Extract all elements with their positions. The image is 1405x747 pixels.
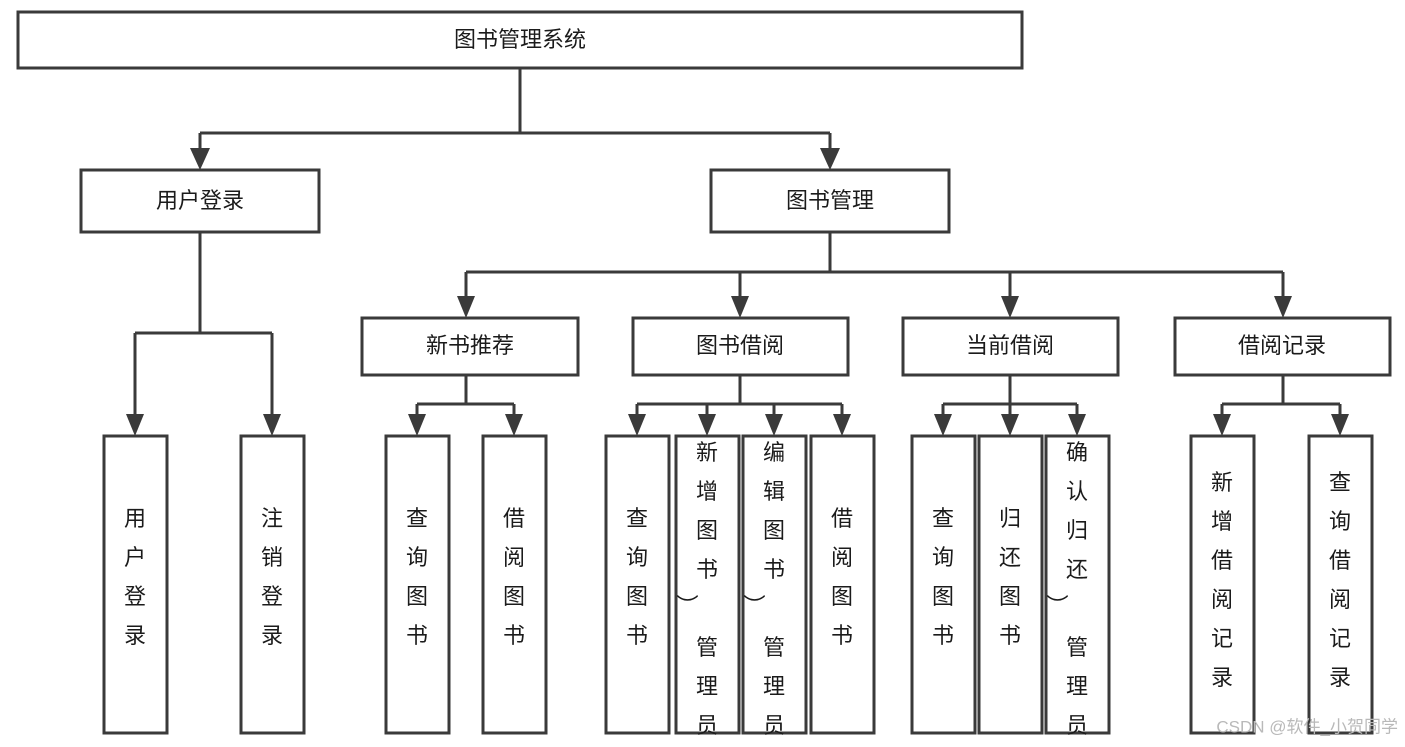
node-leaf-return-book[interactable]: 归还图书 <box>977 434 1044 735</box>
arrow-head-borrow-record <box>1274 296 1292 318</box>
node-leaf-query-book-3-box[interactable] <box>910 434 977 735</box>
node-new-book-recommend-label: 新书推荐 <box>426 333 514 358</box>
node-user-login-label: 用户登录 <box>156 188 244 213</box>
node-root[interactable]: 图书管理系统 <box>16 10 1024 70</box>
node-leaf-borrow-book-2-label: 借阅图书 <box>831 506 853 648</box>
arrow-head-book-manage <box>820 148 840 170</box>
node-leaf-logout-login-box[interactable] <box>239 434 306 735</box>
node-leaf-add-book-admin-box[interactable] <box>674 434 741 735</box>
arrow-head-leaf-query-borrow-record <box>1331 414 1349 436</box>
node-leaf-confirm-return-admin[interactable]: 确认归还（管理员） <box>1044 434 1111 747</box>
node-borrow-record-box[interactable] <box>1173 316 1392 377</box>
node-leaf-user-login-label: 用户登录 <box>124 506 146 648</box>
arrow-head-leaf-borrow-book-1 <box>505 414 523 436</box>
node-leaf-query-borrow-record-label: 查询借阅记录 <box>1329 470 1351 690</box>
arrow-head-leaf-edit-book-admin <box>765 414 783 436</box>
node-leaf-confirm-return-admin-label: 确认归还（管理员） <box>1046 440 1088 747</box>
node-leaf-confirm-return-admin-box[interactable] <box>1044 434 1111 735</box>
node-leaf-logout-login-label: 注销登录 <box>261 506 283 648</box>
node-leaf-borrow-book-2-box[interactable] <box>809 434 876 735</box>
arrow-head-leaf-query-book-3 <box>934 414 952 436</box>
arrow-head-user-login <box>190 148 210 170</box>
arrow-head-leaf-query-book-2 <box>628 414 646 436</box>
arrow-head-leaf-logout-login <box>263 414 281 436</box>
node-leaf-query-borrow-record[interactable]: 查询借阅记录 <box>1307 434 1374 735</box>
node-book-manage[interactable]: 图书管理 <box>709 168 951 234</box>
node-leaf-query-book-2[interactable]: 查询图书 <box>604 434 671 735</box>
node-book-borrow-box[interactable] <box>631 316 850 377</box>
node-leaf-query-book-1[interactable]: 查询图书 <box>384 434 451 735</box>
node-leaf-add-borrow-record-label: 新增借阅记录 <box>1211 470 1233 690</box>
connector-layer <box>126 68 1349 436</box>
node-leaf-edit-book-admin-label: 编辑图书（管理员） <box>743 440 785 747</box>
node-leaf-return-book-label: 归还图书 <box>999 506 1021 648</box>
node-borrow-record-label: 借阅记录 <box>1238 333 1326 358</box>
node-leaf-borrow-book-1[interactable]: 借阅图书 <box>481 434 548 735</box>
node-leaf-add-borrow-record[interactable]: 新增借阅记录 <box>1189 434 1256 735</box>
csdn-watermark: CSDN @软件_小贺同学 <box>1216 717 1398 736</box>
node-book-manage-box[interactable] <box>709 168 951 234</box>
node-leaf-query-book-2-box[interactable] <box>604 434 671 735</box>
node-leaf-query-book-2-label: 查询图书 <box>626 506 648 648</box>
node-leaf-user-login[interactable]: 用户登录 <box>102 434 169 735</box>
arrow-head-leaf-add-borrow-record <box>1213 414 1231 436</box>
arrow-head-new-book-recommend <box>457 296 475 318</box>
arrow-head-leaf-confirm-return-admin <box>1068 414 1086 436</box>
arrow-head-current-borrow <box>1001 296 1019 318</box>
node-book-borrow[interactable]: 图书借阅 <box>631 316 850 377</box>
node-leaf-query-book-1-label: 查询图书 <box>406 506 428 648</box>
node-leaf-return-book-box[interactable] <box>977 434 1044 735</box>
node-leaf-add-book-admin-label: 新增图书（管理员） <box>676 440 718 747</box>
node-root-label: 图书管理系统 <box>454 27 586 52</box>
arrow-head-leaf-return-book <box>1001 414 1019 436</box>
node-leaf-borrow-book-2[interactable]: 借阅图书 <box>809 434 876 735</box>
node-new-book-recommend-box[interactable] <box>360 316 580 377</box>
arrow-head-leaf-query-book-1 <box>408 414 426 436</box>
node-leaf-query-borrow-record-box[interactable] <box>1307 434 1374 735</box>
node-leaf-logout-login[interactable]: 注销登录 <box>239 434 306 735</box>
node-root-box[interactable] <box>16 10 1024 70</box>
node-leaf-add-borrow-record-box[interactable] <box>1189 434 1256 735</box>
node-leaf-add-book-admin[interactable]: 新增图书（管理员） <box>674 434 741 747</box>
arrow-head-leaf-add-book-admin <box>698 414 716 436</box>
arrow-head-book-borrow <box>731 296 749 318</box>
node-borrow-record[interactable]: 借阅记录 <box>1173 316 1392 377</box>
node-leaf-query-book-3[interactable]: 查询图书 <box>910 434 977 735</box>
node-user-login[interactable]: 用户登录 <box>79 168 321 234</box>
node-book-borrow-label: 图书借阅 <box>696 333 784 358</box>
node-leaf-query-book-3-label: 查询图书 <box>932 506 954 648</box>
node-leaf-edit-book-admin-box[interactable] <box>741 434 808 735</box>
arrow-head-leaf-borrow-book-2 <box>833 414 851 436</box>
node-current-borrow[interactable]: 当前借阅 <box>901 316 1120 377</box>
node-leaf-query-book-1-box[interactable] <box>384 434 451 735</box>
node-current-borrow-box[interactable] <box>901 316 1120 377</box>
node-current-borrow-label: 当前借阅 <box>966 333 1054 358</box>
node-book-manage-label: 图书管理 <box>786 188 874 213</box>
node-new-book-recommend[interactable]: 新书推荐 <box>360 316 580 377</box>
node-leaf-user-login-box[interactable] <box>102 434 169 735</box>
node-leaf-borrow-book-1-box[interactable] <box>481 434 548 735</box>
arrow-head-leaf-user-login <box>126 414 144 436</box>
node-user-login-box[interactable] <box>79 168 321 234</box>
node-leaf-edit-book-admin[interactable]: 编辑图书（管理员） <box>741 434 808 747</box>
node-leaf-borrow-book-1-label: 借阅图书 <box>503 506 525 648</box>
